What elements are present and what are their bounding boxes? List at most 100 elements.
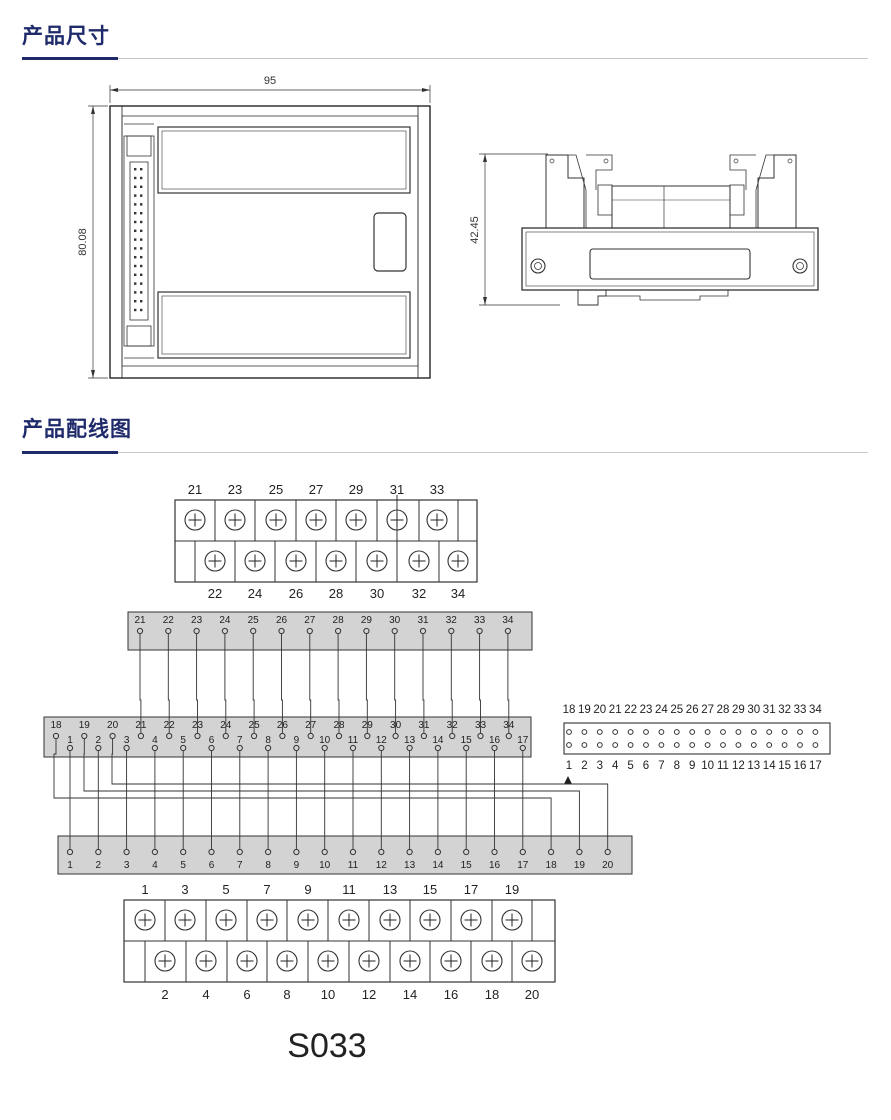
bottom-terminal-screw-12 xyxy=(358,950,380,972)
pcb-top-pad-32 xyxy=(448,627,455,635)
connector-pinout-box xyxy=(563,722,831,755)
bottom-terminal-label-11: 11 xyxy=(342,882,356,897)
wire-top-to-mid-26 xyxy=(281,634,283,733)
width-dimension-label: 95 xyxy=(264,75,276,87)
pinout-top-pin-25 xyxy=(673,729,680,735)
pinout-bottom-label-5: 5 xyxy=(627,760,633,772)
wire-top-to-mid-22 xyxy=(167,634,170,733)
pcb-mid-lower-pad-12 xyxy=(378,744,385,752)
front-connector-pin xyxy=(140,282,143,285)
bottom-terminal-screw-5 xyxy=(215,909,237,931)
pcb-mid-lower-pad-7 xyxy=(236,744,243,752)
pcb-top-pad-33 xyxy=(476,627,483,635)
pcb-mid-upper-pad-20 xyxy=(109,732,116,740)
top-terminal-label-23: 23 xyxy=(228,482,242,497)
pcb-top-pad-34 xyxy=(504,627,511,635)
pinout-top-label-31: 31 xyxy=(763,704,776,716)
top-terminal-label-21: 21 xyxy=(188,482,202,497)
top-terminal-screw-21 xyxy=(184,509,206,531)
pcb-top-pad-30 xyxy=(391,627,398,635)
pinout-top-label-20: 20 xyxy=(593,704,606,716)
pcb-bottom-pad-17 xyxy=(519,848,526,856)
pcb-bottom-pad-12 xyxy=(378,848,385,856)
bottom-terminal-screw-8 xyxy=(276,950,298,972)
pcb-mid-upper-pad-23 xyxy=(194,732,201,740)
pinout-top-pin-33 xyxy=(797,729,803,735)
pcb-mid-lower-pad-15 xyxy=(463,744,470,752)
pcb-mid-lower-label-8: 8 xyxy=(265,735,271,746)
front-connector-pin xyxy=(134,308,137,312)
pinout-top-label-27: 27 xyxy=(701,704,714,716)
pinout-top-pin-26 xyxy=(689,729,696,735)
front-connector-pin xyxy=(134,247,137,250)
dimensions-section-title: 产品尺寸 xyxy=(22,24,110,48)
pcb-bottom-label-16: 16 xyxy=(489,860,501,871)
pinout-top-label-28: 28 xyxy=(717,704,730,716)
bottom-terminal-screw-4 xyxy=(195,950,217,972)
pcb-mid-upper-pad-26 xyxy=(279,732,286,740)
pinout-top-pin-28 xyxy=(720,729,726,735)
pcb-top-label-23: 23 xyxy=(191,615,203,626)
pcb-bottom-label-1: 1 xyxy=(67,860,73,871)
pcb-top-label-26: 26 xyxy=(276,615,288,626)
pcb-top-pad-31 xyxy=(419,627,427,635)
pcb-top-label-22: 22 xyxy=(163,615,175,626)
pcb-top-pad-21 xyxy=(136,627,144,635)
wire-top-to-mid-28 xyxy=(337,634,340,733)
pcb-top-label-28: 28 xyxy=(333,615,345,626)
pcb-mid-lower-pad-3 xyxy=(123,744,130,752)
pinout-bottom-pin-15 xyxy=(781,742,788,748)
pinout-bottom-pin-17 xyxy=(812,742,819,748)
pinout-bottom-label-7: 7 xyxy=(658,760,664,772)
top-terminal-screw-22 xyxy=(204,550,226,572)
front-connector-pin xyxy=(134,300,137,303)
pcb-top-pad-22 xyxy=(165,627,172,635)
bottom-terminal-label-12: 12 xyxy=(362,987,376,1002)
wire-top-to-mid-32 xyxy=(450,634,453,733)
wiring-section-title: 产品配线图 xyxy=(22,417,132,441)
pcb-bottom-pad-15 xyxy=(463,848,470,856)
top-terminal-screw-32 xyxy=(408,550,430,572)
pcb-top-label-32: 32 xyxy=(446,615,458,626)
bottom-terminal-screw-13 xyxy=(379,909,401,931)
pcb-mid-upper-label-19: 19 xyxy=(79,720,91,731)
front-connector-pin xyxy=(140,229,143,232)
front-connector-pin xyxy=(134,273,137,276)
top-terminal-label-31: 31 xyxy=(390,482,404,497)
pcb-mid-lower-pad-4 xyxy=(151,744,158,752)
bottom-terminal-screw-2 xyxy=(154,950,176,972)
front-connector-pin xyxy=(140,256,143,259)
bottom-terminal-label-5: 5 xyxy=(222,882,229,897)
pcb-strip-top xyxy=(127,611,533,651)
pinout-bottom-label-2: 2 xyxy=(581,760,587,772)
top-terminal-screw-29 xyxy=(345,509,367,531)
pcb-mid-lower-label-10: 10 xyxy=(319,735,331,746)
top-terminal-screw-27 xyxy=(305,509,327,531)
pinout-bottom-label-12: 12 xyxy=(732,760,745,772)
bottom-terminal-label-6: 6 xyxy=(243,987,250,1002)
pinout-top-label-19: 19 xyxy=(578,704,591,716)
wiring-title-rule xyxy=(22,452,868,453)
pin1-marker-triangle xyxy=(564,776,572,784)
pcb-mid-upper-pad-25 xyxy=(251,732,258,740)
pinout-top-pin-23 xyxy=(643,729,649,735)
pcb-top-pad-27 xyxy=(306,627,313,635)
pcb-bottom-pad-1 xyxy=(66,848,74,856)
pcb-bottom-label-4: 4 xyxy=(152,860,158,871)
pinout-top-label-25: 25 xyxy=(670,704,683,716)
pinout-bottom-pin-3 xyxy=(596,742,603,748)
pinout-bottom-pin-14 xyxy=(766,742,773,748)
pinout-top-pin-20 xyxy=(596,729,603,735)
pcb-top-label-24: 24 xyxy=(219,615,231,626)
pinout-top-label-29: 29 xyxy=(732,704,745,716)
bottom-terminal-label-16: 16 xyxy=(444,987,458,1002)
front-view-drawing xyxy=(88,85,431,379)
pinout-top-pin-19 xyxy=(581,729,588,735)
top-terminal-label-22: 22 xyxy=(208,586,222,601)
pcb-bottom-pad-9 xyxy=(293,848,300,856)
pcb-top-label-31: 31 xyxy=(417,615,429,626)
pcb-bottom-pad-5 xyxy=(180,848,187,856)
top-terminal-label-34: 34 xyxy=(451,586,465,601)
pcb-top-label-33: 33 xyxy=(474,615,486,626)
